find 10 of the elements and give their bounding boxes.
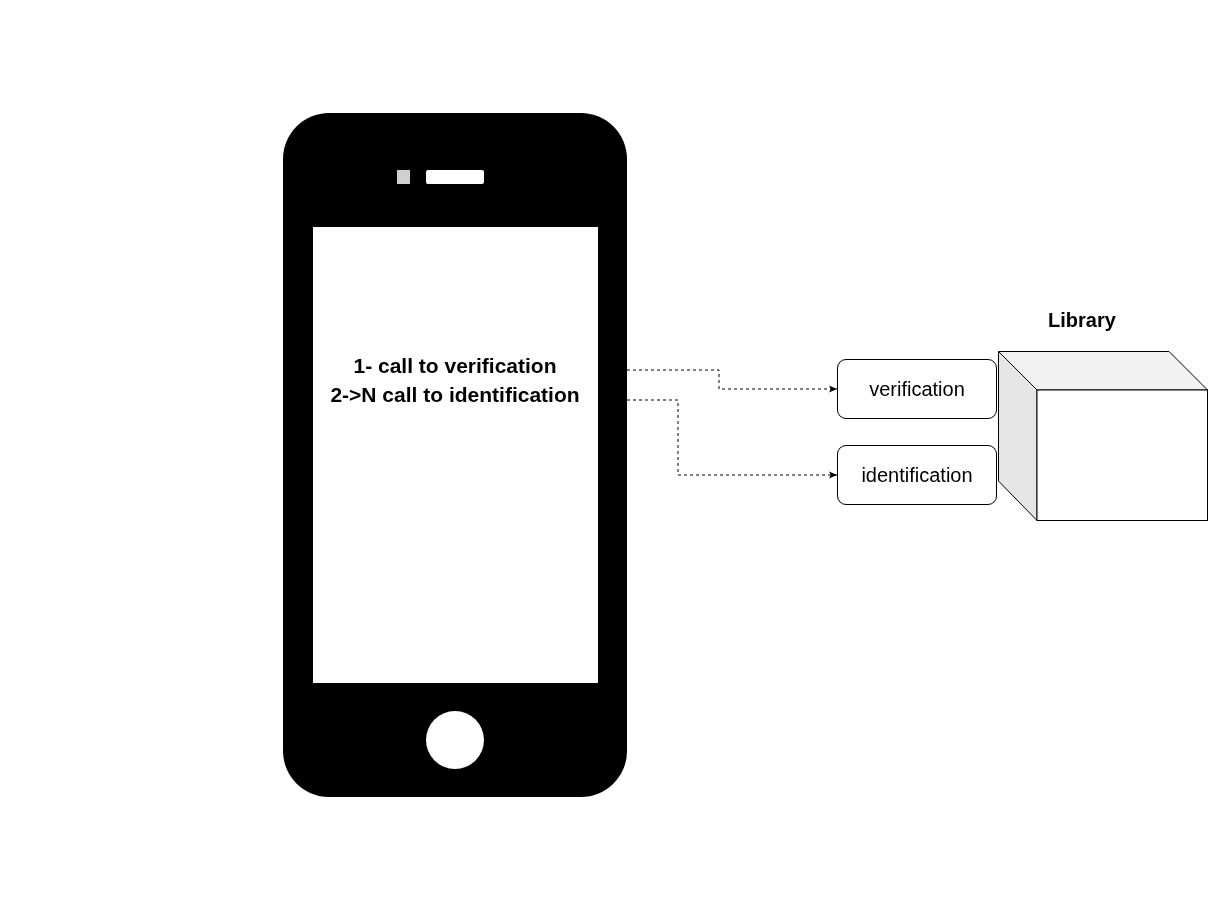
box-label: verification xyxy=(869,377,965,401)
process-box xyxy=(837,445,997,505)
box-label: identification xyxy=(861,463,973,487)
dashed-arrow xyxy=(626,399,838,479)
dashed-arrow xyxy=(626,369,838,393)
screen-text: 1- call to verification xyxy=(353,353,557,379)
smartphone-illustration xyxy=(283,113,627,797)
heading-text: Library xyxy=(1048,308,1116,332)
screen-text: 2->N call to identification xyxy=(330,382,580,408)
process-box xyxy=(837,359,997,419)
